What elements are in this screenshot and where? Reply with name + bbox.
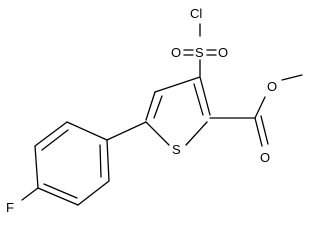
bond-ph-inner-c: [43, 183, 78, 199]
bond-c3-c2-inner: [193, 83, 204, 116]
bond-ph-inner-b: [41, 129, 69, 151]
methyl-ester-group: [209, 74, 303, 147]
sulfonyl-chloride-group: [183, 23, 217, 77]
bond-c3-c2: [199, 76, 211, 116]
bond-c4-c5-inner: [153, 95, 163, 119]
bond-ccarbonyl-o-double-1: [254, 117, 263, 147]
bond-ph-1-2: [66, 121, 108, 141]
bond-ph-f: [21, 187, 39, 201]
atom-label-cl: Cl: [190, 6, 202, 21]
atom-label-f: F: [6, 200, 14, 215]
chemical-structure-diagram: Cl S O O O O S F: [6, 6, 303, 215]
bond-ccarbonyl-o-single: [254, 96, 266, 119]
atom-label-o-ester-double: O: [260, 150, 270, 165]
atom-label-s-sulfonyl: S: [195, 45, 204, 60]
bond-s-c2: [185, 121, 208, 146]
atom-label-o-sulfonyl-left: O: [171, 45, 181, 60]
atom-label-o-ester-single: O: [267, 79, 277, 94]
atom-label-o-sulfonyl-right: O: [218, 45, 228, 60]
bond-c5-s: [145, 121, 170, 146]
bond-o-methyl: [281, 74, 303, 81]
bond-c4-c5: [145, 91, 156, 121]
bond-ph-4-5: [37, 187, 79, 206]
bond-c5-phenyl: [106, 121, 147, 141]
bond-ccarbonyl-o-double-2: [260, 115, 269, 145]
bond-ph-5-6: [77, 180, 110, 206]
bond-ph-2-3: [34, 121, 68, 147]
fluorophenyl-ring: [21, 121, 110, 206]
bond-ph-6-1: [106, 139, 110, 182]
thiophene-ring: [145, 76, 211, 146]
atom-label-s-ring: S: [172, 142, 181, 157]
bond-ph-inner-a: [99, 144, 102, 178]
bond-c3-c4: [154, 76, 201, 93]
bond-ph-3-4: [34, 145, 39, 189]
